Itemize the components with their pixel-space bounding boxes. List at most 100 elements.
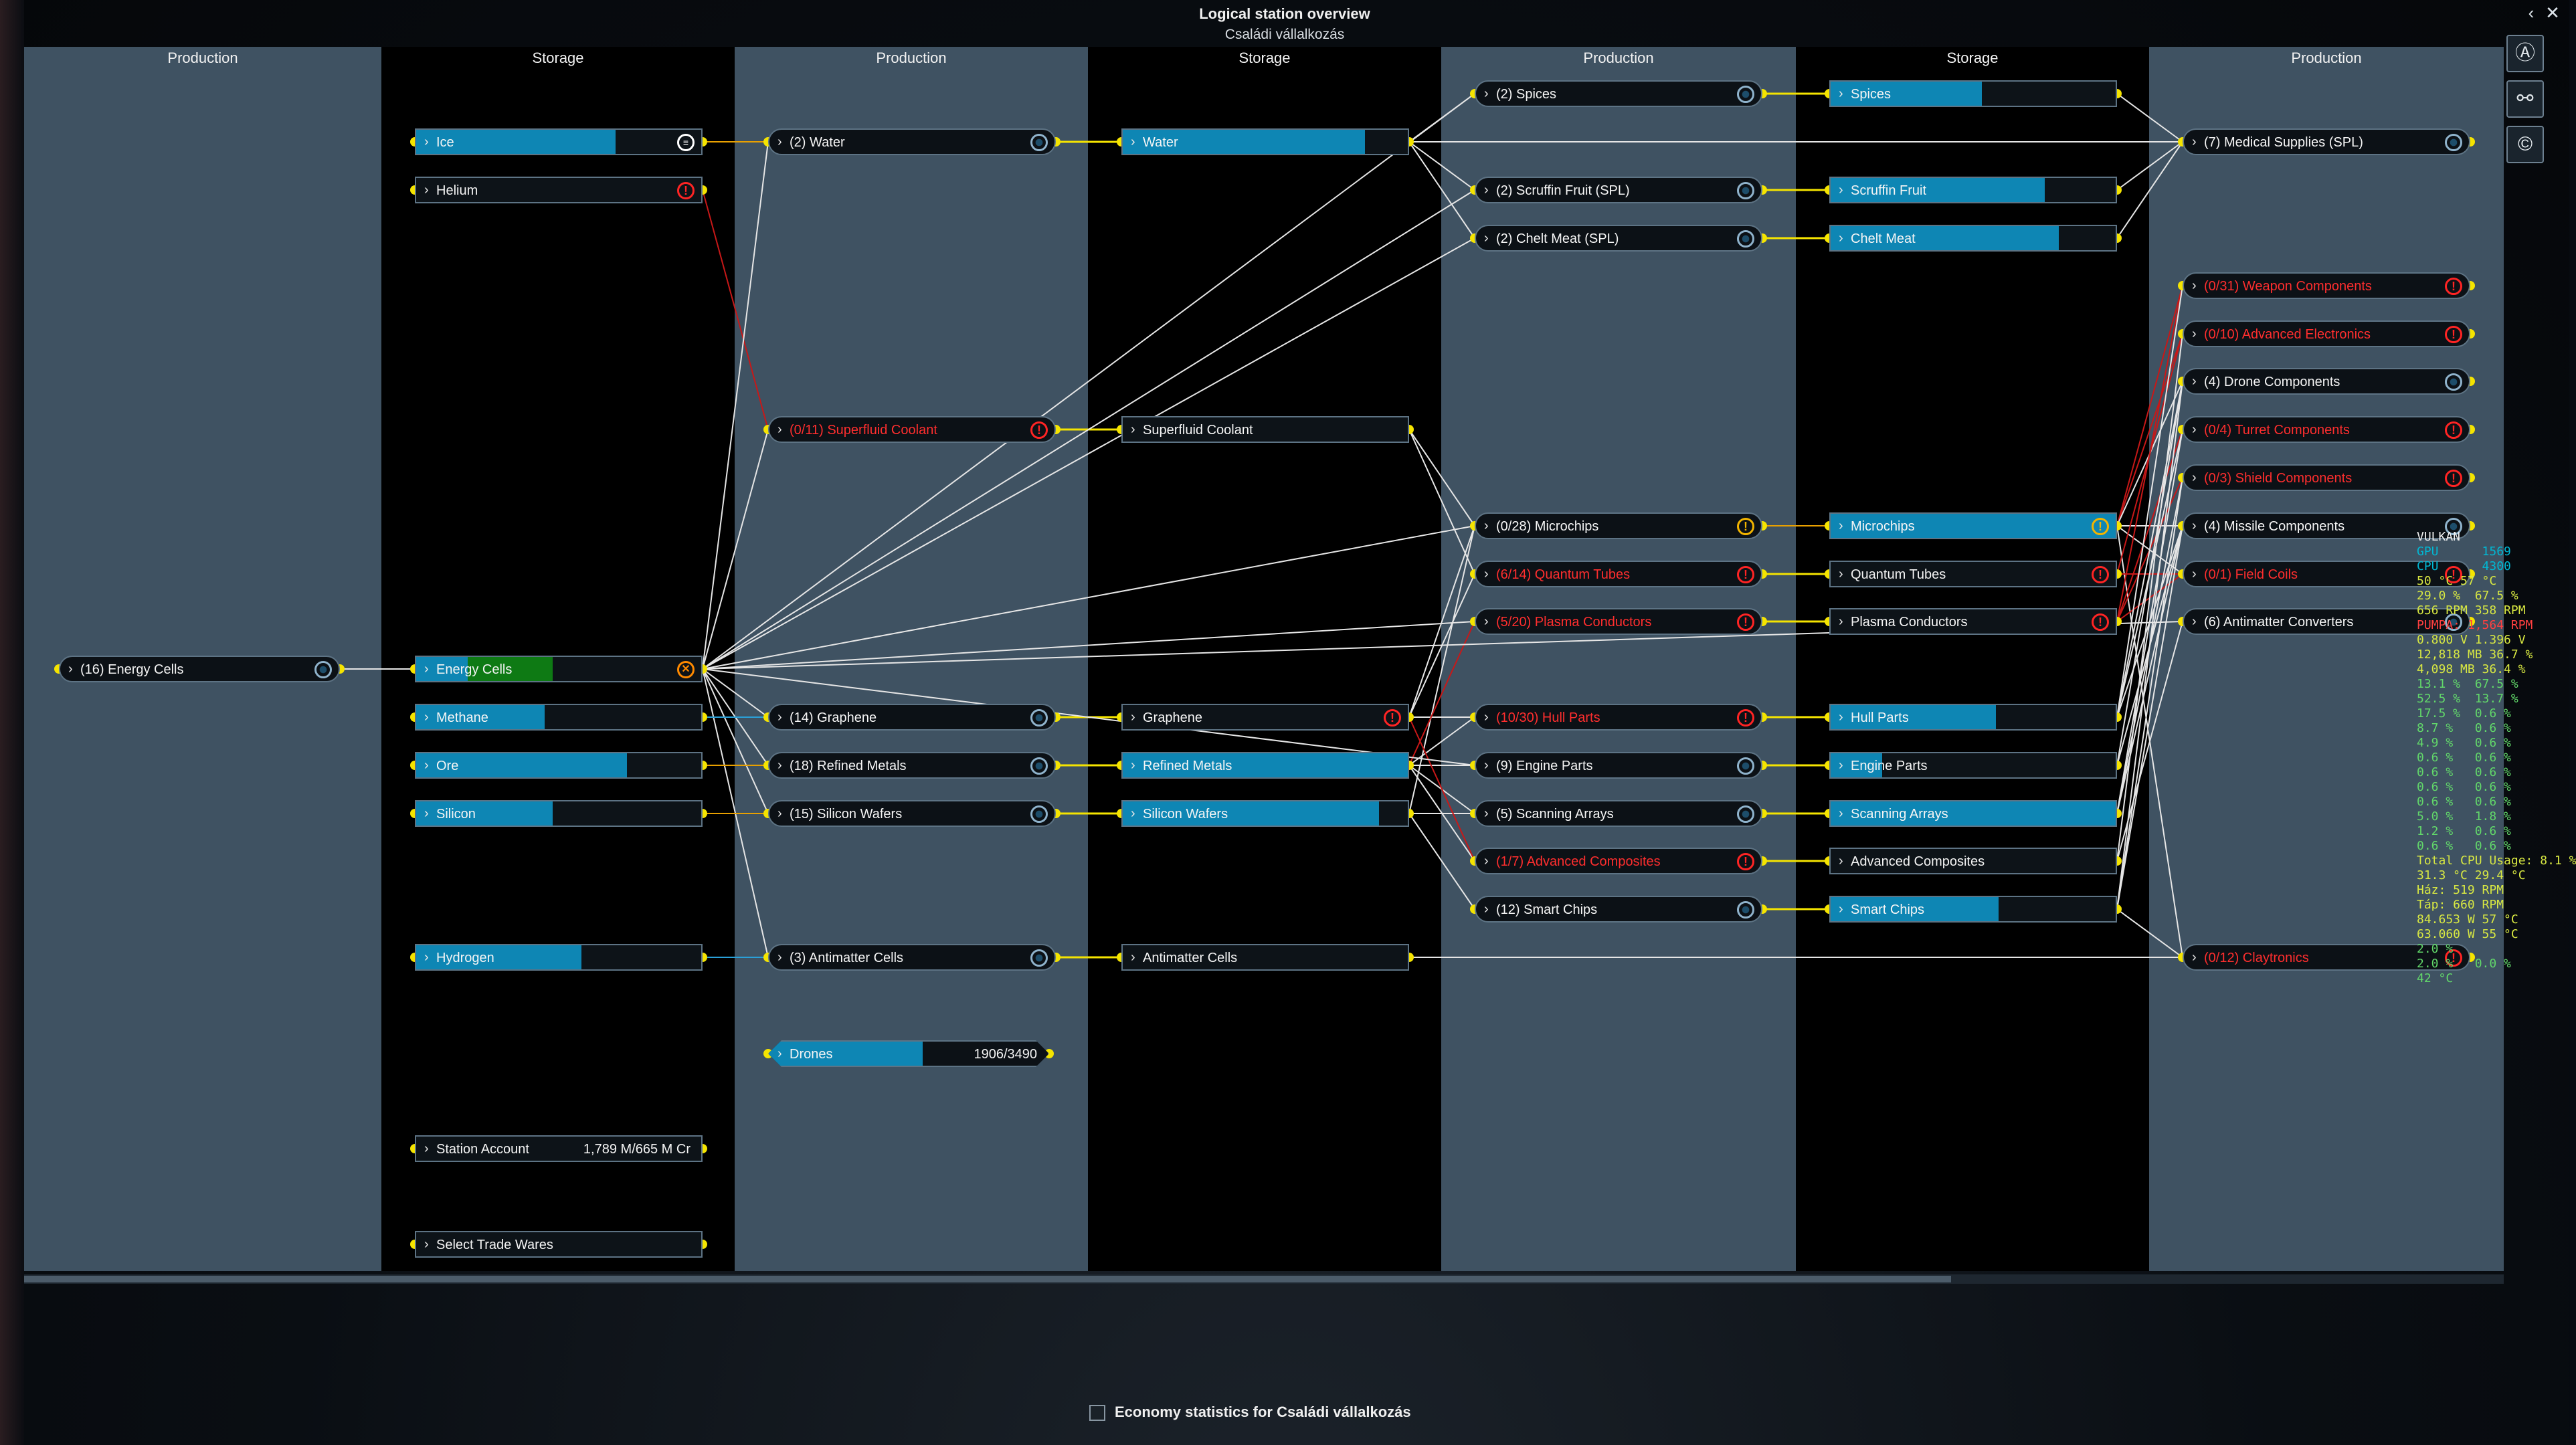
gear-icon[interactable]	[2445, 518, 2462, 535]
node-p3-microchips[interactable]: ›(0/28) Microchips!	[1475, 512, 1762, 539]
chevron-right-icon[interactable]: ›	[1839, 86, 1843, 101]
node-s3-chelt[interactable]: ›Chelt Meat	[1829, 225, 2117, 252]
gear-icon[interactable]	[2445, 134, 2462, 151]
gear-icon[interactable]	[1030, 805, 1048, 823]
chevron-right-icon[interactable]: ›	[424, 134, 429, 149]
chevron-right-icon[interactable]: ›	[1484, 902, 1489, 917]
alert-icon[interactable]: !	[2445, 949, 2462, 967]
chevron-right-icon[interactable]: ›	[1131, 134, 1135, 149]
gear-icon[interactable]	[1737, 901, 1754, 919]
chevron-right-icon[interactable]: ›	[1484, 518, 1489, 533]
node-p4-antimconv[interactable]: ›(6) Antimatter Converters	[2183, 608, 2470, 635]
chevron-right-icon[interactable]: ›	[1484, 854, 1489, 868]
gear-icon[interactable]	[1737, 805, 1754, 823]
node-p2-antimatter[interactable]: ›(3) Antimatter Cells	[768, 944, 1056, 971]
chevron-right-icon[interactable]: ›	[68, 662, 73, 676]
gear-icon[interactable]	[1737, 230, 1754, 248]
alert-icon[interactable]: !	[2445, 421, 2462, 439]
close-icon[interactable]: ✕	[2545, 3, 2560, 23]
chevron-right-icon[interactable]: ›	[1839, 614, 1843, 629]
chevron-right-icon[interactable]: ›	[1484, 231, 1489, 246]
alert-icon[interactable]: !	[1384, 709, 1401, 727]
chevron-right-icon[interactable]: ›	[1484, 86, 1489, 101]
horizontal-scrollbar[interactable]	[24, 1274, 2504, 1284]
node-p3-spices[interactable]: ›(2) Spices	[1475, 80, 1762, 107]
chevron-right-icon[interactable]: ›	[2192, 374, 2197, 389]
node-p2-coolant[interactable]: ›(0/11) Superfluid Coolant!	[768, 416, 1056, 443]
gear-icon[interactable]	[2445, 373, 2462, 391]
chevron-right-icon[interactable]: ›	[1484, 806, 1489, 821]
node-p2-metals[interactable]: ›(18) Refined Metals	[768, 752, 1056, 779]
node-p4-clay[interactable]: ›(0/12) Claytronics!	[2183, 944, 2470, 971]
gear-icon[interactable]	[314, 661, 332, 678]
chevron-right-icon[interactable]: ›	[2192, 518, 2197, 533]
alert-icon[interactable]: !	[2092, 613, 2109, 631]
chevron-right-icon[interactable]: ›	[424, 758, 429, 773]
chevron-right-icon[interactable]: ›	[1839, 231, 1843, 246]
node-p1-energy[interactable]: ›(16) Energy Cells	[59, 656, 340, 682]
node-s2-water[interactable]: ›Water	[1121, 128, 1409, 155]
node-s3-plasma[interactable]: ›Plasma Conductors!	[1829, 608, 2117, 635]
node-s2-metals[interactable]: ›Refined Metals	[1121, 752, 1409, 779]
node-p4-field[interactable]: ›(0/1) Field Coils!	[2183, 561, 2470, 587]
warning-icon[interactable]: !	[2092, 518, 2109, 535]
gear-icon[interactable]	[1030, 134, 1048, 151]
economy-statistics-toggle[interactable]: Economy statistics for Családi vállalkoz…	[1089, 1404, 1411, 1424]
node-p4-advelec[interactable]: ›(0/10) Advanced Electronics!	[2183, 320, 2470, 347]
scrollbar-thumb[interactable]	[24, 1276, 1951, 1282]
gear-icon[interactable]	[1737, 757, 1754, 775]
alert-icon[interactable]: !	[1737, 566, 1754, 583]
node-s1-silicon[interactable]: ›Silicon	[415, 800, 703, 827]
node-s1-energy[interactable]: ›Energy Cells✕	[415, 656, 703, 682]
alert-icon[interactable]: !	[1030, 421, 1048, 439]
node-p3-quantum[interactable]: ›(6/14) Quantum Tubes!	[1475, 561, 1762, 587]
node-s3-spices[interactable]: ›Spices	[1829, 80, 2117, 107]
chevron-right-icon[interactable]: ›	[1131, 950, 1135, 965]
trade-icon[interactable]: ≡	[677, 134, 695, 151]
chevron-right-icon[interactable]: ›	[1839, 806, 1843, 821]
network-icon[interactable]: ⚯	[2506, 80, 2544, 118]
node-s3-microchips[interactable]: ›Microchips!	[1829, 512, 2117, 539]
checkbox[interactable]	[1089, 1405, 1105, 1422]
node-p4-weapon[interactable]: ›(0/31) Weapon Components!	[2183, 272, 2470, 299]
chevron-right-icon[interactable]: ›	[1484, 710, 1489, 725]
node-s3-quantum[interactable]: ›Quantum Tubes!	[1829, 561, 2117, 587]
node-p3-hull[interactable]: ›(10/30) Hull Parts!	[1475, 704, 1762, 731]
chevron-right-icon[interactable]: ›	[424, 1141, 429, 1156]
node-p2-graphene[interactable]: ›(14) Graphene	[768, 704, 1056, 731]
cancel-icon[interactable]: ✕	[677, 661, 695, 678]
node-s2-antimatter[interactable]: ›Antimatter Cells	[1121, 944, 1409, 971]
node-s1-methane[interactable]: ›Methane	[415, 704, 703, 731]
node-p4-turret[interactable]: ›(0/4) Turret Components!	[2183, 416, 2470, 443]
gear-icon[interactable]	[1737, 86, 1754, 103]
autopilot-icon[interactable]: Ⓐ	[2506, 35, 2544, 72]
chevron-right-icon[interactable]: ›	[424, 950, 429, 965]
chevron-right-icon[interactable]: ›	[2192, 326, 2197, 341]
chevron-right-icon[interactable]: ›	[777, 134, 782, 149]
chevron-right-icon[interactable]: ›	[1839, 758, 1843, 773]
alert-icon[interactable]: !	[1737, 853, 1754, 870]
alert-icon[interactable]: !	[677, 182, 695, 199]
chevron-right-icon[interactable]: ›	[2192, 614, 2197, 629]
alert-icon[interactable]: !	[2445, 470, 2462, 487]
chevron-right-icon[interactable]: ›	[1131, 806, 1135, 821]
node-s3-scruffin[interactable]: ›Scruffin Fruit	[1829, 177, 2117, 203]
chevron-right-icon[interactable]: ›	[2192, 278, 2197, 293]
chevron-right-icon[interactable]: ›	[2192, 950, 2197, 965]
node-p3-chelt[interactable]: ›(2) Chelt Meat (SPL)	[1475, 225, 1762, 252]
chevron-right-icon[interactable]: ›	[777, 758, 782, 773]
chevron-right-icon[interactable]: ›	[1839, 902, 1843, 917]
node-s3-smart[interactable]: ›Smart Chips	[1829, 896, 2117, 923]
chevron-right-icon[interactable]: ›	[1131, 422, 1135, 437]
chevron-right-icon[interactable]: ›	[1484, 567, 1489, 581]
node-s3-adv[interactable]: ›Advanced Composites	[1829, 848, 2117, 874]
alert-icon[interactable]: !	[2092, 566, 2109, 583]
node-p3-smart[interactable]: ›(12) Smart Chips	[1475, 896, 1762, 923]
node-p3-engine[interactable]: ›(9) Engine Parts	[1475, 752, 1762, 779]
node-s3-scanning[interactable]: ›Scanning Arrays	[1829, 800, 2117, 827]
node-s1-ice[interactable]: ›Ice≡	[415, 128, 703, 155]
node-s2-coolant[interactable]: ›Superfluid Coolant	[1121, 416, 1409, 443]
chevron-right-icon[interactable]: ›	[1131, 710, 1135, 725]
chevron-right-icon[interactable]: ›	[2192, 470, 2197, 485]
